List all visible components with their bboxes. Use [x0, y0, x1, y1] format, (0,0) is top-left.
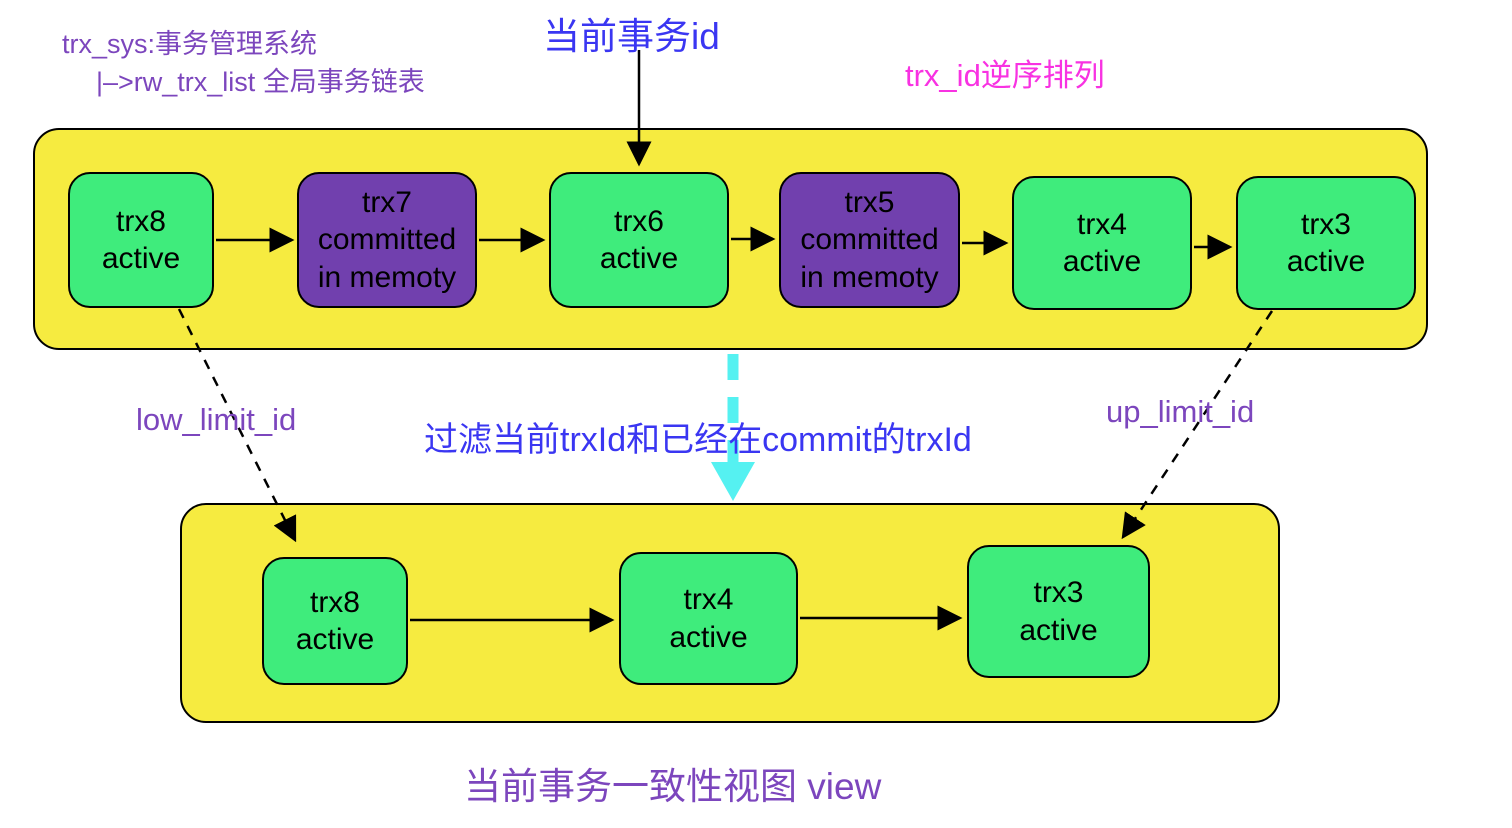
node-state2: in memoty	[800, 260, 939, 294]
node-label: trx4	[683, 583, 734, 616]
view-caption: 当前事务一致性视图 view	[464, 766, 882, 807]
bottom-node-trx3: trx3 active	[967, 545, 1150, 678]
filter-arrow-head	[711, 462, 755, 501]
node-label: trx5	[844, 185, 895, 219]
rw-trx-list-container	[33, 128, 1428, 350]
node-label: trx4	[1076, 207, 1127, 241]
top-node-trx5: trx5 committed in memoty	[779, 172, 960, 308]
node-state: committed	[800, 223, 939, 257]
node-state: active	[1019, 613, 1098, 647]
rw-trx-list-subtitle: |–>rw_trx_list 全局事务链表	[96, 67, 425, 97]
node-state: active	[295, 623, 375, 656]
node-state2: in memoty	[317, 260, 457, 294]
filter-description-label: 过滤当前trxId和已经在commit的trxId	[424, 421, 972, 459]
node-label: trx8	[115, 204, 166, 238]
top-node-trx4: trx4 active	[1012, 176, 1192, 310]
up-limit-id-label: up_limit_id	[1106, 394, 1255, 429]
low-limit-id-label: low_limit_id	[136, 402, 297, 437]
top-node-trx8: trx8 active	[68, 172, 214, 308]
trx-id-reverse-order-label: trx_id逆序排列	[905, 58, 1105, 93]
node-label: trx7	[361, 185, 412, 219]
node-state: active	[1286, 245, 1366, 278]
top-node-trx6: trx6 active	[549, 172, 729, 308]
node-label: trx8	[309, 585, 360, 619]
node-state: active	[599, 242, 679, 275]
trx-sys-title: trx_sys:事务管理系统	[62, 29, 318, 59]
node-label: trx3	[1300, 207, 1351, 241]
top-node-trx7: trx7 committed in memoty	[297, 172, 477, 308]
node-label: trx6	[613, 204, 664, 238]
node-state: active	[101, 242, 181, 275]
bottom-node-trx8: trx8 active	[262, 557, 408, 685]
bottom-node-trx4: trx4 active	[619, 552, 798, 685]
node-state: committed	[317, 223, 457, 257]
current-trx-id-label: 当前事务id	[543, 16, 720, 57]
node-state: active	[1062, 245, 1142, 278]
node-label: trx3	[1033, 576, 1084, 609]
top-node-trx3: trx3 active	[1236, 176, 1416, 310]
node-state: active	[669, 620, 748, 654]
